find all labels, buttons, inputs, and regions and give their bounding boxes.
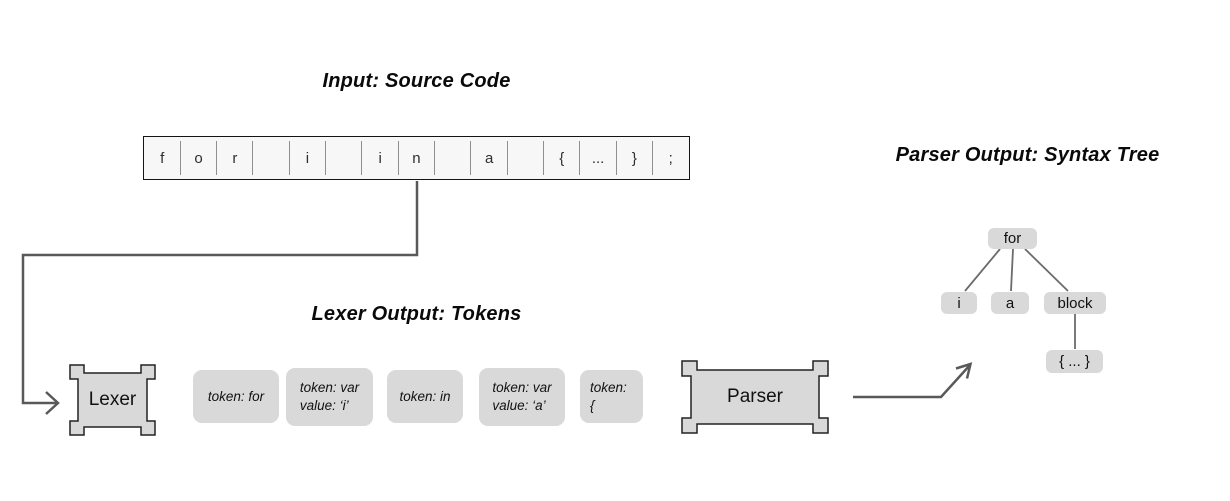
token-text: token: var bbox=[299, 380, 360, 396]
source-char-cell: i bbox=[362, 137, 400, 179]
parser-to-tree-connector bbox=[853, 364, 971, 399]
tree-edge-for-a bbox=[1010, 248, 1014, 292]
token-text: token: { bbox=[590, 379, 627, 413]
token-chip: token: { bbox=[580, 370, 643, 423]
token-chip: token: var value: ‘a’ bbox=[479, 368, 565, 426]
tree-node-for: for bbox=[988, 228, 1037, 249]
parser-box: Parser bbox=[681, 360, 829, 434]
token-chip: token: for bbox=[193, 370, 279, 423]
source-code-strip: f o r i i n a { ... } ; bbox=[143, 136, 690, 180]
source-char-cell: a bbox=[471, 137, 509, 179]
source-char-cell bbox=[253, 137, 291, 179]
stage-frame-icon bbox=[69, 364, 156, 436]
parser-output-title: Parser Output: Syntax Tree bbox=[895, 144, 1160, 166]
arrow-up-right-icon bbox=[955, 362, 973, 379]
lexer-label: Lexer bbox=[88, 389, 137, 410]
token-chip: token: var value: ‘i’ bbox=[286, 368, 373, 426]
source-char-cell: ; bbox=[668, 149, 673, 167]
source-char-cell bbox=[507, 137, 545, 179]
source-char-cell: { bbox=[544, 137, 581, 179]
tree-node-i: i bbox=[941, 292, 977, 314]
tree-edge-for-block bbox=[1024, 248, 1069, 292]
source-char-cell: r bbox=[217, 137, 254, 179]
parser-label: Parser bbox=[727, 386, 783, 407]
tree-node-block: block bbox=[1044, 292, 1106, 314]
source-char-cell: f bbox=[144, 137, 182, 179]
source-char-cell: ... bbox=[580, 137, 618, 179]
tree-edge-for-i bbox=[964, 248, 1001, 292]
source-char-cell bbox=[435, 137, 472, 179]
source-char-cell: } bbox=[616, 137, 654, 179]
tree-node-braces: { ... } bbox=[1046, 350, 1103, 373]
stage-frame-icon bbox=[681, 360, 829, 434]
source-char-cell: n bbox=[398, 137, 436, 179]
token-chip: token: in bbox=[387, 370, 463, 423]
token-text: token: var bbox=[492, 380, 552, 396]
source-char-cell: o bbox=[180, 137, 218, 179]
token-text: token: for bbox=[207, 388, 265, 404]
token-text: value: ‘i’ bbox=[299, 398, 349, 413]
token-text: token: in bbox=[399, 388, 451, 404]
lexer-output-title: Lexer Output: Tokens bbox=[311, 303, 522, 325]
token-text: value: ‘a’ bbox=[492, 398, 546, 413]
tree-node-a: a bbox=[991, 292, 1029, 314]
arrow-right-icon bbox=[45, 391, 60, 415]
lexer-box: Lexer bbox=[69, 364, 156, 436]
source-char-cell: i bbox=[289, 137, 327, 179]
input-source-title: Input: Source Code bbox=[322, 70, 511, 92]
source-char-cell bbox=[326, 137, 363, 179]
